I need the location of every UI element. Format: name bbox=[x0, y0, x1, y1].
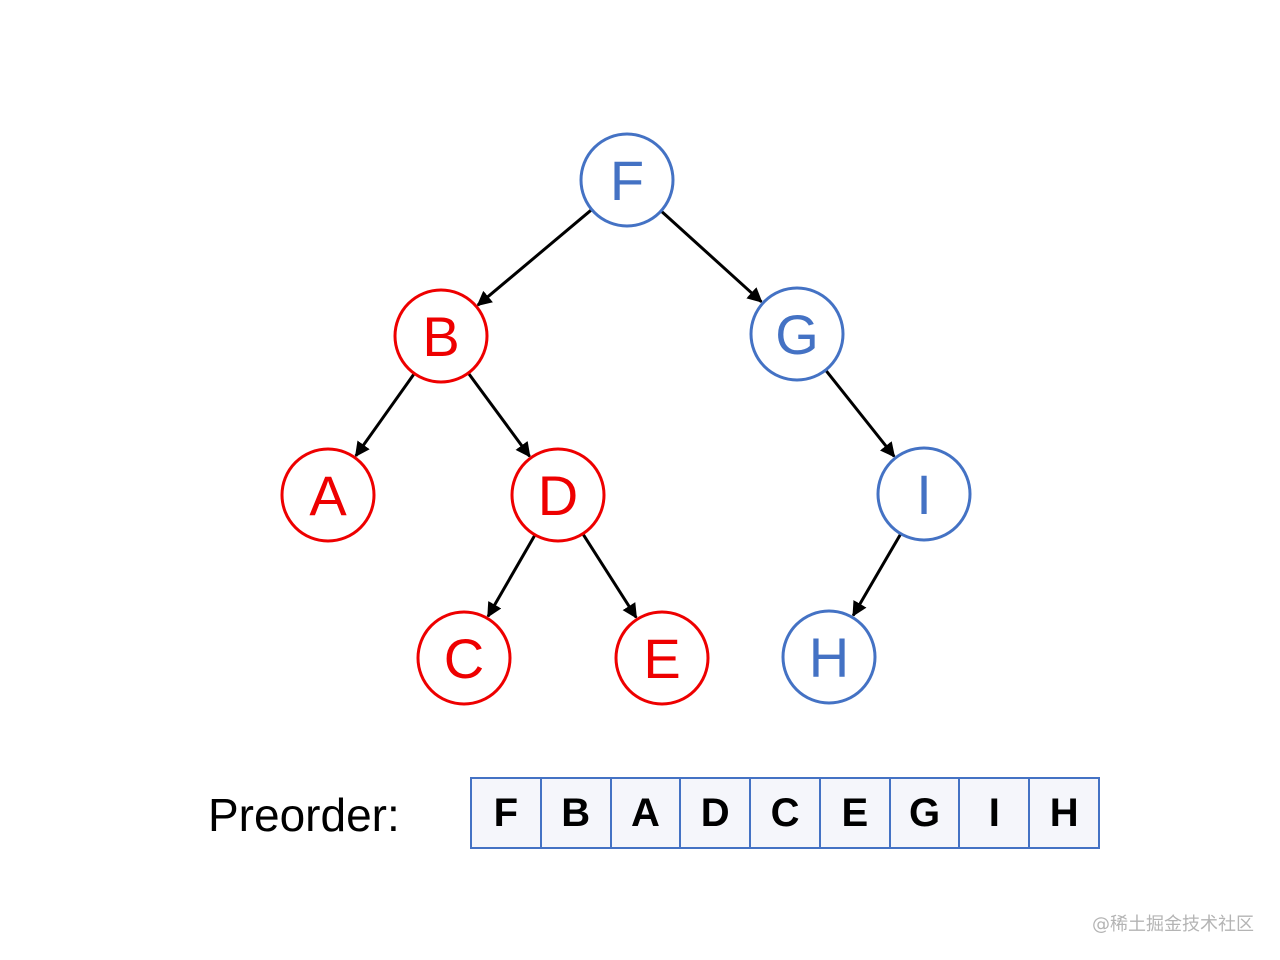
preorder-cell: H bbox=[1049, 790, 1079, 835]
tree-node-e: E bbox=[614, 610, 710, 706]
tree-nodes: F B G A D I C E H bbox=[280, 132, 972, 706]
preorder-cell: G bbox=[891, 779, 961, 847]
preorder-cell: B bbox=[542, 779, 612, 847]
tree-node-a: A bbox=[280, 447, 376, 543]
tree-node-f: F bbox=[579, 132, 675, 228]
tree-node-circle bbox=[579, 132, 675, 228]
tree-node-circle bbox=[876, 446, 972, 542]
tree-node-label: B bbox=[422, 305, 459, 368]
edge-b-d bbox=[467, 373, 531, 458]
tree-node-c: C bbox=[416, 610, 512, 706]
tree-node-label: D bbox=[538, 464, 578, 527]
preorder-cell: I bbox=[960, 779, 1031, 847]
tree-node-label: A bbox=[309, 464, 347, 527]
tree-node-circle bbox=[416, 610, 512, 706]
tree-node-label: I bbox=[916, 463, 932, 526]
tree-node-i: I bbox=[876, 446, 972, 542]
edge-f-b bbox=[476, 209, 592, 307]
edge-d-c bbox=[486, 534, 536, 618]
edge-b-a bbox=[354, 373, 416, 458]
tree-node-label: H bbox=[809, 626, 849, 689]
tree-node-h: H bbox=[781, 609, 877, 705]
tree-node-label: E bbox=[643, 627, 680, 690]
tree-node-label: C bbox=[444, 627, 484, 690]
preorder-cell: F bbox=[472, 779, 542, 847]
tree-node-circle bbox=[280, 447, 376, 543]
preorder-cell: E bbox=[821, 779, 891, 847]
tree-node-circle bbox=[614, 610, 710, 706]
tree-node-b: B bbox=[393, 288, 489, 384]
edge-f-g bbox=[660, 210, 763, 303]
edge-i-h bbox=[851, 533, 902, 617]
tree-node-d: D bbox=[510, 447, 606, 543]
tree-edges bbox=[354, 209, 902, 619]
preorder-cell: D bbox=[681, 779, 752, 847]
tree-node-circle bbox=[781, 609, 877, 705]
tree-node-circle bbox=[393, 288, 489, 384]
edge-d-e bbox=[582, 533, 638, 619]
tree-node-circle bbox=[749, 286, 845, 382]
preorder-label: Preorder: bbox=[208, 789, 400, 841]
tree-node-circle bbox=[510, 447, 606, 543]
tree-node-label: G bbox=[775, 303, 819, 366]
preorder-cell: C bbox=[751, 779, 821, 847]
watermark: @稀土掘金技术社区 bbox=[1092, 914, 1254, 935]
edge-g-i bbox=[825, 369, 896, 458]
preorder-cell: A bbox=[612, 779, 682, 847]
tree-node-g: G bbox=[749, 286, 845, 382]
tree-node-label: F bbox=[610, 149, 644, 212]
